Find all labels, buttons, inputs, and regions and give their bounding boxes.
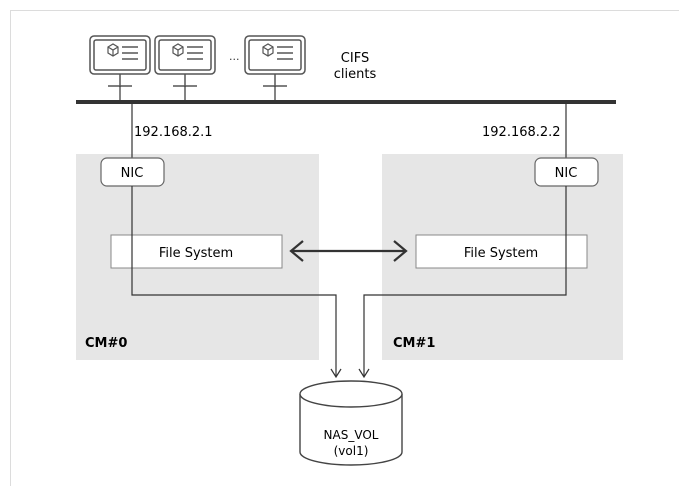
clients-label-line1: CIFS	[341, 51, 369, 66]
clients-label-line2: clients	[334, 67, 377, 82]
cm0-ip: 192.168.2.1	[134, 125, 213, 140]
cm0-file-system	[110, 234, 283, 269]
cm1-nic-label: NIC	[555, 166, 578, 181]
cm1-ip: 192.168.2.2	[482, 125, 561, 140]
volume-id: (vol1)	[334, 444, 369, 458]
cm0-nic-label: NIC	[121, 166, 144, 181]
client-computer-1	[89, 35, 151, 87]
network-bus	[76, 100, 616, 104]
client-computer-2	[154, 35, 216, 87]
cm0-fs-label: File System	[159, 246, 233, 261]
cm1-fs-label: File System	[464, 246, 538, 261]
cm1-label: CM#1	[393, 336, 435, 351]
cm1-path-arrowhead	[358, 368, 370, 379]
nas-volume-cylinder	[299, 380, 403, 466]
cm1-data-path	[363, 186, 567, 376]
cm0-label: CM#0	[85, 336, 127, 351]
cm1-file-system	[415, 234, 588, 269]
volume-name: NAS_VOL	[324, 428, 379, 442]
cm0-path-arrowhead	[330, 368, 342, 379]
diagram-frame	[10, 10, 679, 486]
cm0-data-path	[131, 186, 337, 376]
clients-ellipsis: ...	[229, 50, 240, 63]
sync-double-arrow	[289, 240, 408, 262]
client-computer-3	[244, 35, 306, 87]
